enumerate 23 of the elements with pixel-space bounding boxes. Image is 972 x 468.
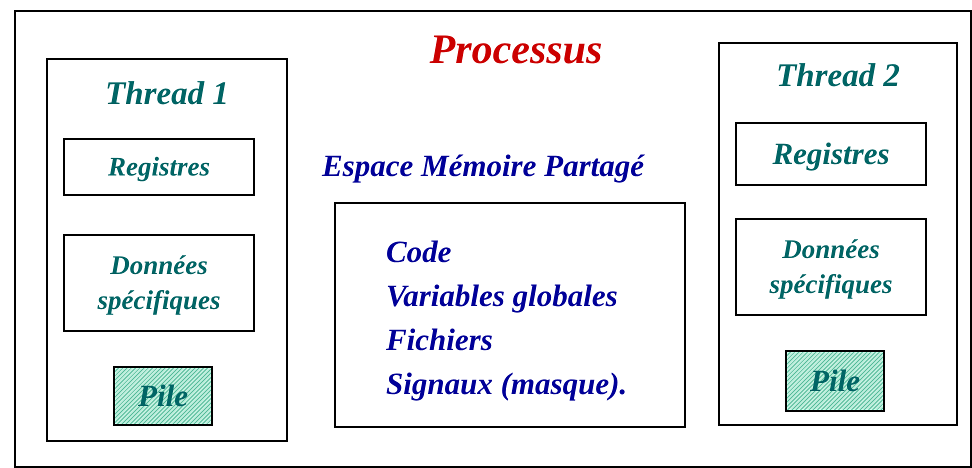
- data-box: [63, 234, 255, 332]
- register-box: [735, 122, 927, 186]
- process-label: Processus: [428, 26, 604, 74]
- stack-box: [113, 366, 213, 426]
- box-label: Données spécifiques: [768, 232, 894, 301]
- stack-label: Pile: [809, 362, 861, 400]
- thread-box: [718, 42, 958, 426]
- list-item: Variables globales: [386, 278, 618, 314]
- box-label: Registres: [106, 150, 211, 184]
- list-item: Signaux (masque).: [386, 366, 628, 402]
- stack-label: Pile: [137, 376, 189, 415]
- list-item: Code: [386, 234, 452, 270]
- box-label: Données spécifiques: [96, 248, 222, 317]
- memory-heading: Espace Mémoire Partagé: [322, 148, 644, 184]
- stack-box: [785, 350, 885, 412]
- register-box: [63, 138, 255, 196]
- data-box: [735, 218, 927, 316]
- thread-box: [46, 58, 288, 442]
- thread-title: Thread 1: [104, 76, 230, 113]
- thread-title: Thread 2: [775, 58, 901, 95]
- list-item: Fichiers: [386, 322, 493, 358]
- box-label: Registres: [771, 134, 891, 173]
- process-frame: [14, 10, 972, 468]
